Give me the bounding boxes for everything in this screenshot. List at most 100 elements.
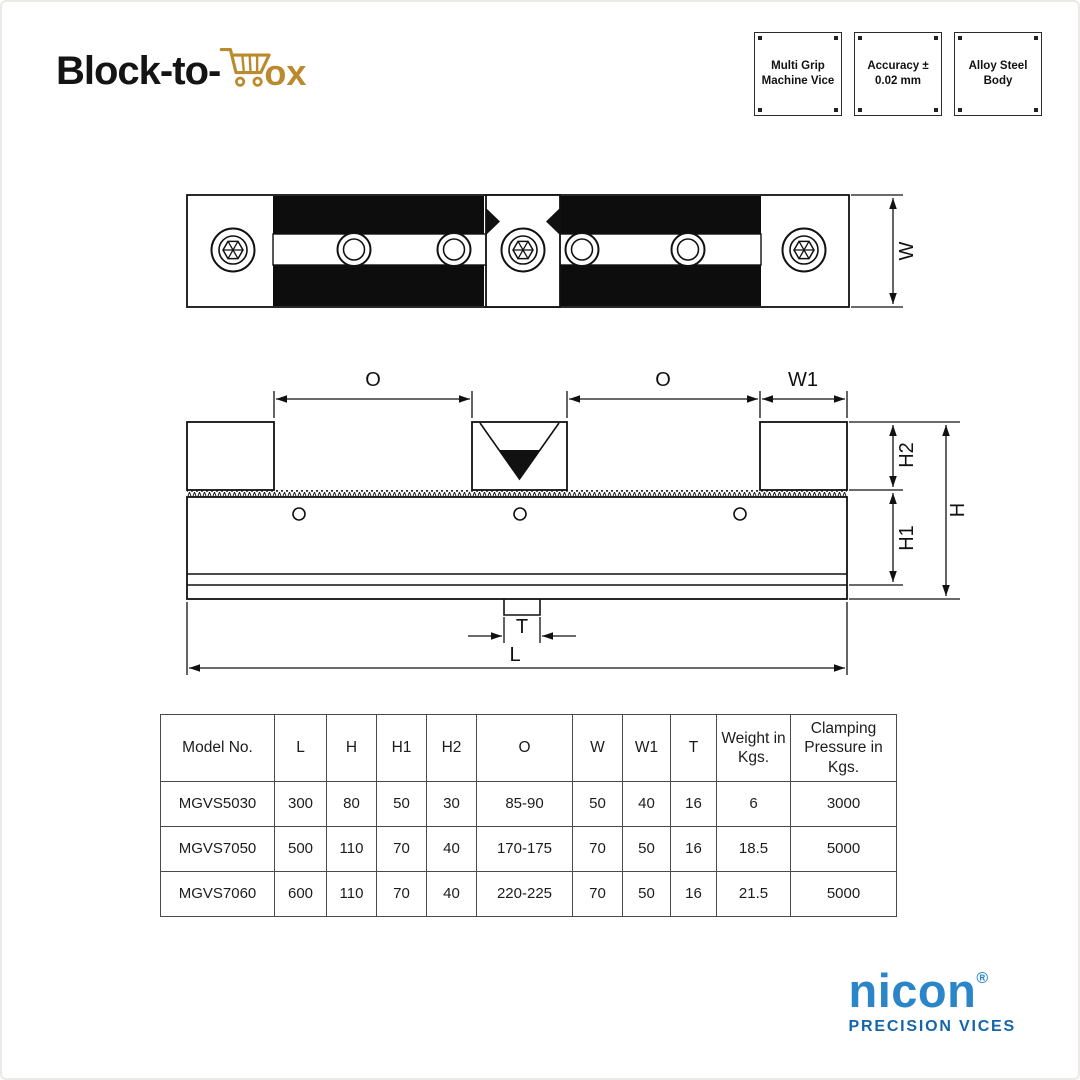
cell: 3000	[790, 781, 897, 828]
col-header-w: W	[572, 713, 623, 783]
shopping-cart-icon	[220, 47, 271, 87]
col-header-t: T	[670, 713, 717, 783]
col-header-h1: H1	[376, 713, 427, 783]
cell: 50	[376, 781, 427, 828]
right-jaw-front	[759, 421, 848, 491]
cell-model: MGVS7050	[160, 826, 275, 873]
cell: 170-175	[476, 826, 573, 873]
brand-logo-text: Block-to-	[56, 49, 221, 93]
cell: 6	[716, 781, 791, 828]
dim-label-h: H	[947, 503, 969, 517]
cell: 5000	[790, 826, 897, 873]
cell: 16	[670, 781, 717, 828]
badge-label: Accuracy ± 0.02 mm	[867, 60, 929, 87]
mounting-hole	[733, 507, 747, 521]
cell-model: MGVS5030	[160, 781, 275, 828]
feature-badges: Multi Grip Machine Vice Accuracy ± 0.02 …	[754, 32, 1042, 116]
cell: 40	[426, 826, 477, 873]
col-header-o: O	[476, 713, 573, 783]
serrated-surface	[187, 490, 847, 497]
badge-corner-dot	[834, 36, 838, 40]
cell: 600	[274, 871, 327, 918]
badge-corner-dot	[934, 36, 938, 40]
cell: 110	[326, 826, 377, 873]
col-header-h2: H2	[426, 713, 477, 783]
badge-corner-dot	[1034, 108, 1038, 112]
badge-corner-dot	[858, 36, 862, 40]
technical-drawing: W O O W1	[186, 194, 969, 675]
badge-corner-dot	[758, 36, 762, 40]
nicon-brand-name: nicon®	[849, 966, 1016, 1015]
brand-logo: Block-to- ox	[56, 44, 306, 91]
hex-screw-head	[781, 227, 827, 273]
nicon-logo: nicon® PRECISION VICES	[849, 966, 1016, 1036]
cell: 70	[572, 826, 623, 873]
cell: 16	[670, 826, 717, 873]
dim-label-h1: H1	[896, 525, 918, 551]
hex-screw-head	[500, 227, 546, 273]
col-header-l: L	[274, 713, 327, 783]
col-header-w1: W1	[622, 713, 671, 783]
cell: 30	[426, 781, 477, 828]
clamp-ring	[670, 232, 706, 267]
col-header-model: Model No.	[160, 713, 275, 783]
table-row: MGVS5030 300 80 50 30 85-90 50 40 16 6 3…	[160, 781, 897, 828]
badge-accuracy: Accuracy ± 0.02 mm	[854, 32, 942, 116]
front-view-drawing: O O W1 T	[186, 369, 969, 675]
cell: 70	[376, 826, 427, 873]
dim-label-h2: H2	[896, 442, 918, 468]
cell: 50	[622, 826, 671, 873]
cell: 70	[572, 871, 623, 918]
badge-corner-dot	[1034, 36, 1038, 40]
dim-label-l: L	[509, 644, 520, 666]
cell: 40	[426, 871, 477, 918]
badge-multi-grip: Multi Grip Machine Vice	[754, 32, 842, 116]
cell: 16	[670, 871, 717, 918]
brand-logo-suffix: ox	[264, 52, 307, 93]
cell: 500	[274, 826, 327, 873]
badge-label: Multi Grip Machine Vice	[761, 60, 835, 87]
cell: 40	[622, 781, 671, 828]
registered-mark-icon: ®	[976, 970, 989, 987]
cell: 50	[572, 781, 623, 828]
cell: 300	[274, 781, 327, 828]
cell: 80	[326, 781, 377, 828]
nicon-text: nicon	[848, 964, 977, 1017]
mounting-hole	[292, 507, 306, 521]
dim-label-o-left: O	[365, 369, 381, 391]
dim-label-w1: W1	[788, 369, 818, 391]
badge-label: Alloy Steel Body	[968, 60, 1028, 87]
badge-corner-dot	[934, 108, 938, 112]
badge-corner-dot	[958, 108, 962, 112]
clamp-ring	[436, 232, 472, 267]
cell: 70	[376, 871, 427, 918]
badge-corner-dot	[958, 36, 962, 40]
dim-label-w: W	[896, 241, 918, 260]
cell: 21.5	[716, 871, 791, 918]
clamp-ring	[564, 232, 600, 267]
cell: 50	[622, 871, 671, 918]
col-header-h: H	[326, 713, 377, 783]
top-view-drawing: W	[186, 194, 918, 308]
dim-label-t: T	[516, 616, 528, 638]
cell: 85-90	[476, 781, 573, 828]
cell: 220-225	[476, 871, 573, 918]
clamp-ring	[336, 232, 372, 267]
dim-label-o-right: O	[655, 369, 671, 391]
badge-corner-dot	[858, 108, 862, 112]
table-row: MGVS7050 500 110 70 40 170-175 70 50 16 …	[160, 826, 897, 873]
col-header-clamping: Clamping Pressure in Kgs.	[790, 713, 897, 783]
left-jaw-front	[186, 421, 275, 491]
cell: 110	[326, 871, 377, 918]
table-header-row: Model No. L H H1 H2 O W W1 T Weight in K…	[160, 713, 897, 783]
col-header-weight: Weight in Kgs.	[716, 713, 791, 783]
spec-table: Model No. L H H1 H2 O W W1 T Weight in K…	[160, 713, 897, 918]
badge-corner-dot	[834, 108, 838, 112]
hex-screw-head	[210, 227, 256, 273]
mounting-hole	[513, 507, 527, 521]
bottom-key	[503, 599, 541, 616]
badge-corner-dot	[758, 108, 762, 112]
cell-model: MGVS7060	[160, 871, 275, 918]
cell: 5000	[790, 871, 897, 918]
